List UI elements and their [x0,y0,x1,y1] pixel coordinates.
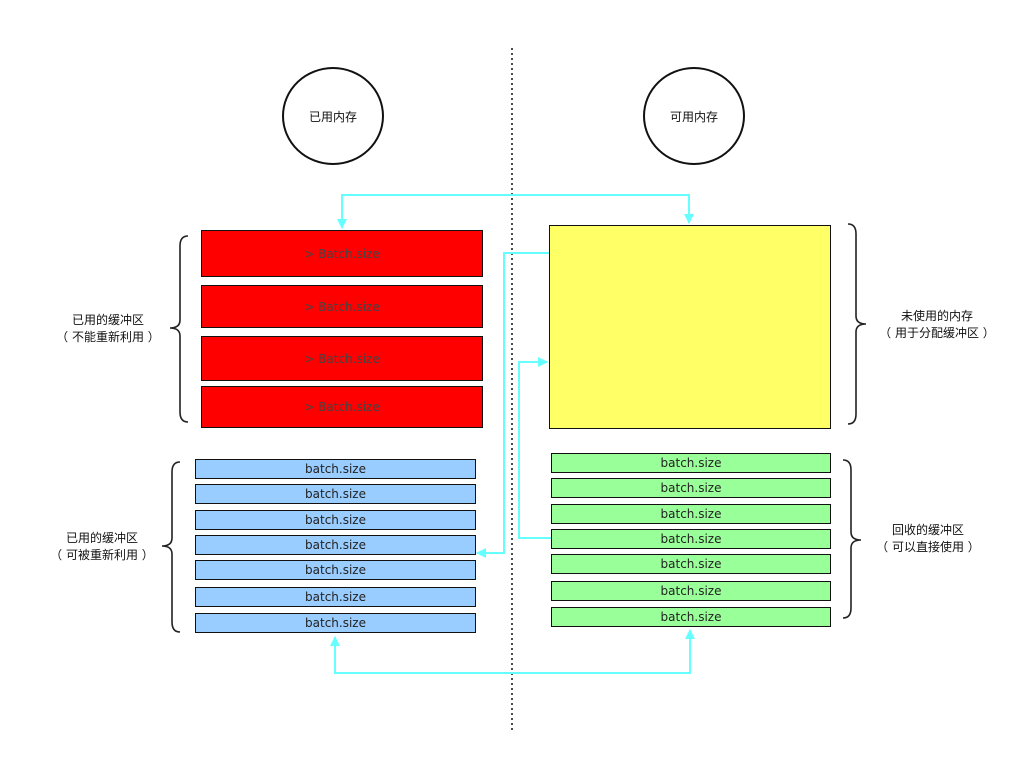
arrow-top-to-red [337,194,512,229]
blue-block: batch.size [195,484,476,504]
label-line: 未使用的内存 [900,309,973,323]
arrow-top-to-yellow [512,194,694,224]
recycled-buffer-label: 回收的缓冲区 （ 可以直接使用 ） [868,522,988,556]
label-line: （ 可以直接使用 ） [876,540,980,554]
label-line: （ 用于分配缓冲区 ） [879,326,995,340]
green-block: batch.size [551,504,831,524]
red-block: > Batch.size [201,285,483,328]
red-block: > Batch.size [201,336,483,381]
blue-block: batch.size [195,613,476,633]
label-line: （ 可被重新利用 ） [50,548,154,562]
used-non-reusable-label: 已用的缓冲区 （ 不能重新利用 ） [50,312,166,346]
green-block: batch.size [551,453,831,473]
arrow-green-to-yellow [518,357,551,539]
label-line: 已用的缓冲区 [65,531,138,545]
used-memory-label: 已用内存 [308,109,357,124]
blue-block: batch.size [195,510,476,530]
green-block: batch.size [551,607,831,627]
green-block: batch.size [551,581,831,601]
bracket-blue [161,461,181,633]
available-memory-label: 可用内存 [669,109,718,124]
unused-memory-block [549,225,831,429]
label-line: （ 不能重新利用 ） [56,330,160,344]
bracket-yellow [847,223,867,425]
green-block: batch.size [551,478,831,498]
arrow-bottom-to-blue [330,636,512,674]
used-reusable-label: 已用的缓冲区 （ 可被重新利用 ） [44,530,160,564]
arrow-bottom-to-green [512,629,695,674]
bracket-green [842,459,862,619]
red-block: > Batch.size [201,386,483,428]
unused-memory-label: 未使用的内存 （ 用于分配缓冲区 ） [872,308,1002,342]
blue-block: batch.size [195,587,476,607]
blue-block: batch.size [195,535,476,555]
green-block: batch.size [551,554,831,574]
blue-block: batch.size [195,560,476,580]
red-block: > Batch.size [201,230,483,277]
arrow-yellow-to-blue [476,252,549,558]
blue-block: batch.size [195,459,476,479]
label-line: 回收的缓冲区 [891,523,964,537]
used-memory-circle: 已用内存 [282,67,384,165]
available-memory-circle: 可用内存 [643,67,745,165]
bracket-red [169,235,189,423]
green-block: batch.size [551,529,831,549]
label-line: 已用的缓冲区 [71,313,144,327]
